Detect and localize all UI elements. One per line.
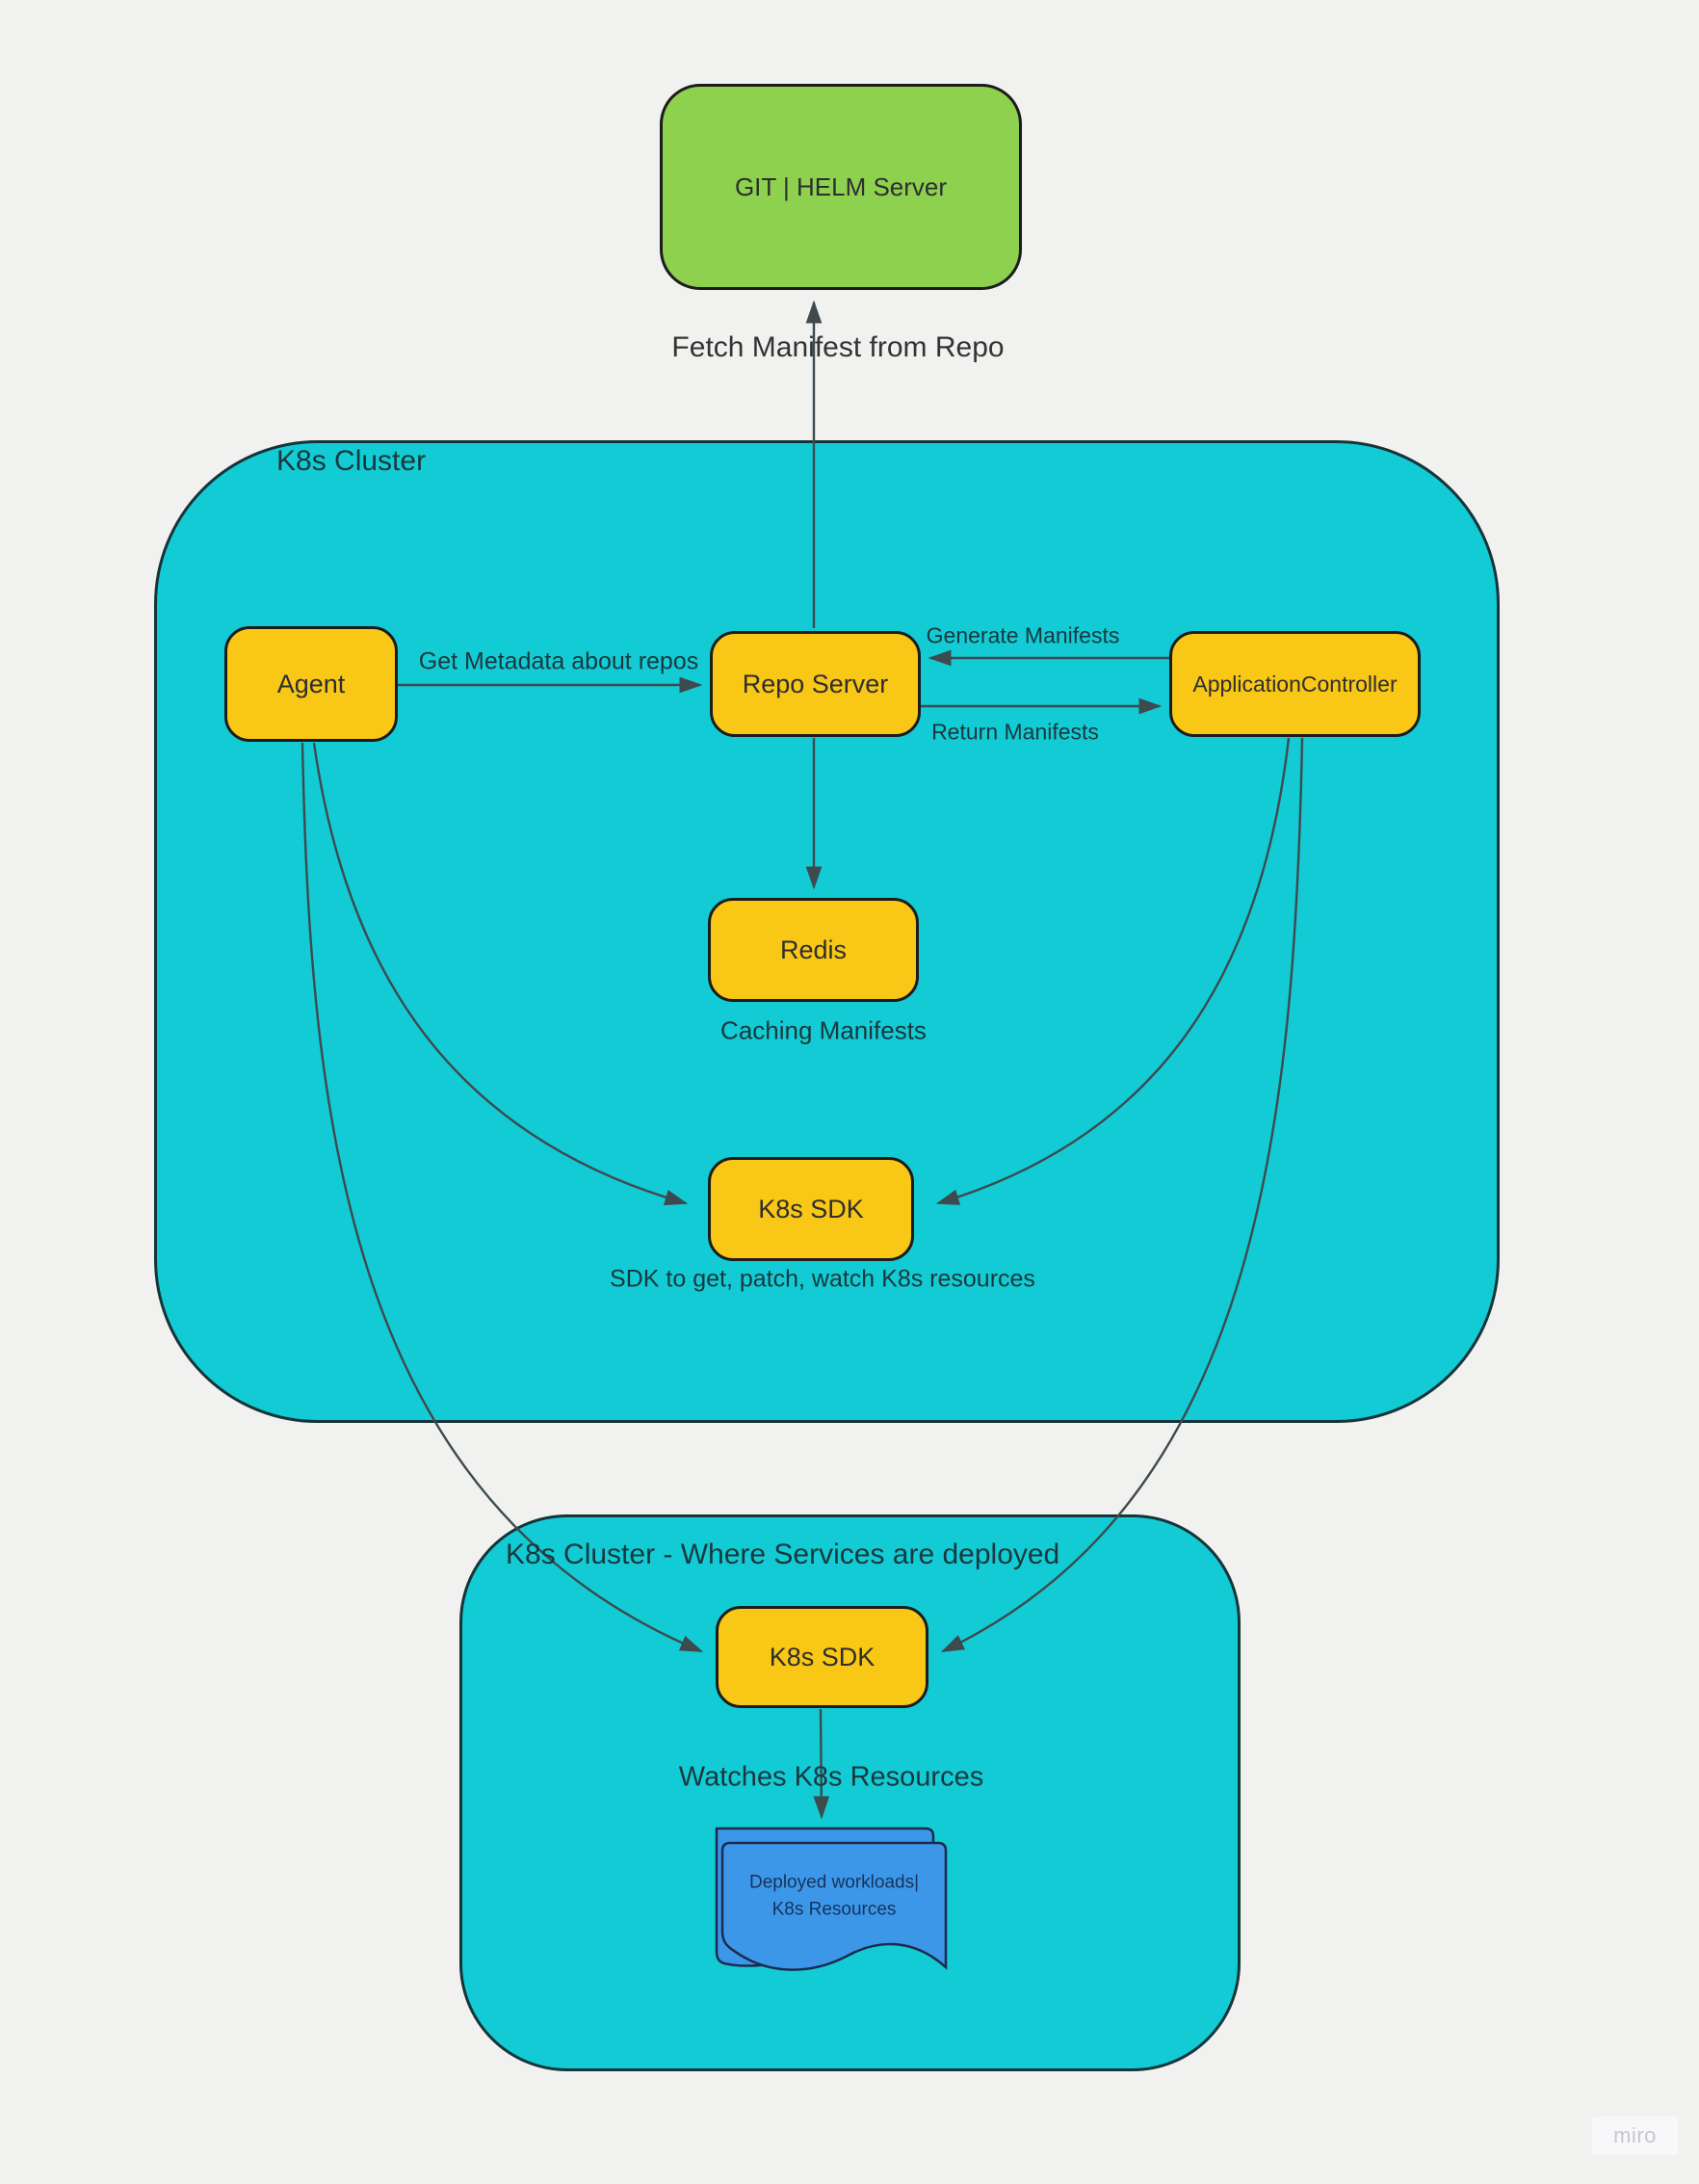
node-repo-server-label: Repo Server [742, 669, 889, 698]
node-agent[interactable]: Agent [224, 626, 398, 742]
edge-agent-to-sdk-deploy[interactable] [301, 742, 704, 1653]
workloads-doc-label-line1: Deployed workloads| [748, 1872, 920, 1893]
edge-sdk-deploy-to-workloads[interactable] [813, 1708, 830, 1820]
label-return-manifests[interactable]: Return Manifests [931, 719, 1099, 745]
node-git-helm-server[interactable]: GIT | HELM Server [660, 84, 1022, 290]
workloads-doc-front-sheet[interactable] [720, 1841, 948, 1971]
cluster-main-title: K8s Cluster [276, 445, 427, 477]
cluster-deploy-title: K8s Cluster - Where Services are deploye… [506, 1539, 1060, 1570]
miro-watermark-text: miro [1613, 2123, 1657, 2147]
node-k8s-sdk-deploy[interactable]: K8s SDK [716, 1606, 928, 1708]
node-redis-label: Redis [779, 934, 848, 964]
node-repo-server[interactable]: Repo Server [710, 631, 921, 737]
node-k8s-sdk-main-label: K8s SDK [758, 1194, 864, 1224]
edge-appctrl-to-sdk-main[interactable] [935, 737, 1291, 1205]
node-k8s-sdk-deploy-label: K8s SDK [769, 1642, 876, 1671]
workloads-doc-label-line2: K8s Resources [771, 1899, 897, 1919]
node-application-controller[interactable]: ApplicationController [1169, 631, 1421, 737]
edge-appctrl-to-sdk-deploy[interactable] [940, 737, 1304, 1653]
label-generate-manifests[interactable]: Generate Manifests [926, 622, 1120, 648]
workloads-doc-label: Deployed workloads| K8s Resources [749, 1869, 919, 1922]
label-caching-manifests[interactable]: Caching Manifests [720, 1015, 927, 1045]
node-application-controller-label: ApplicationController [1192, 671, 1398, 697]
label-get-metadata[interactable]: Get Metadata about repos [418, 647, 699, 675]
label-fetch-manifest[interactable]: Fetch Manifest from Repo [671, 331, 1005, 363]
label-watches-resources[interactable]: Watches K8s Resources [678, 1761, 984, 1793]
node-git-helm-server-label: GIT | HELM Server [734, 171, 948, 201]
edge-agent-to-sdk-main[interactable] [312, 742, 689, 1206]
node-agent-label: Agent [276, 669, 346, 698]
label-sdk-caption[interactable]: SDK to get, patch, watch K8s resources [610, 1265, 1035, 1293]
node-k8s-sdk-main[interactable]: K8s SDK [708, 1157, 914, 1261]
miro-watermark: miro [1592, 2117, 1678, 2155]
node-redis[interactable]: Redis [708, 898, 919, 1002]
